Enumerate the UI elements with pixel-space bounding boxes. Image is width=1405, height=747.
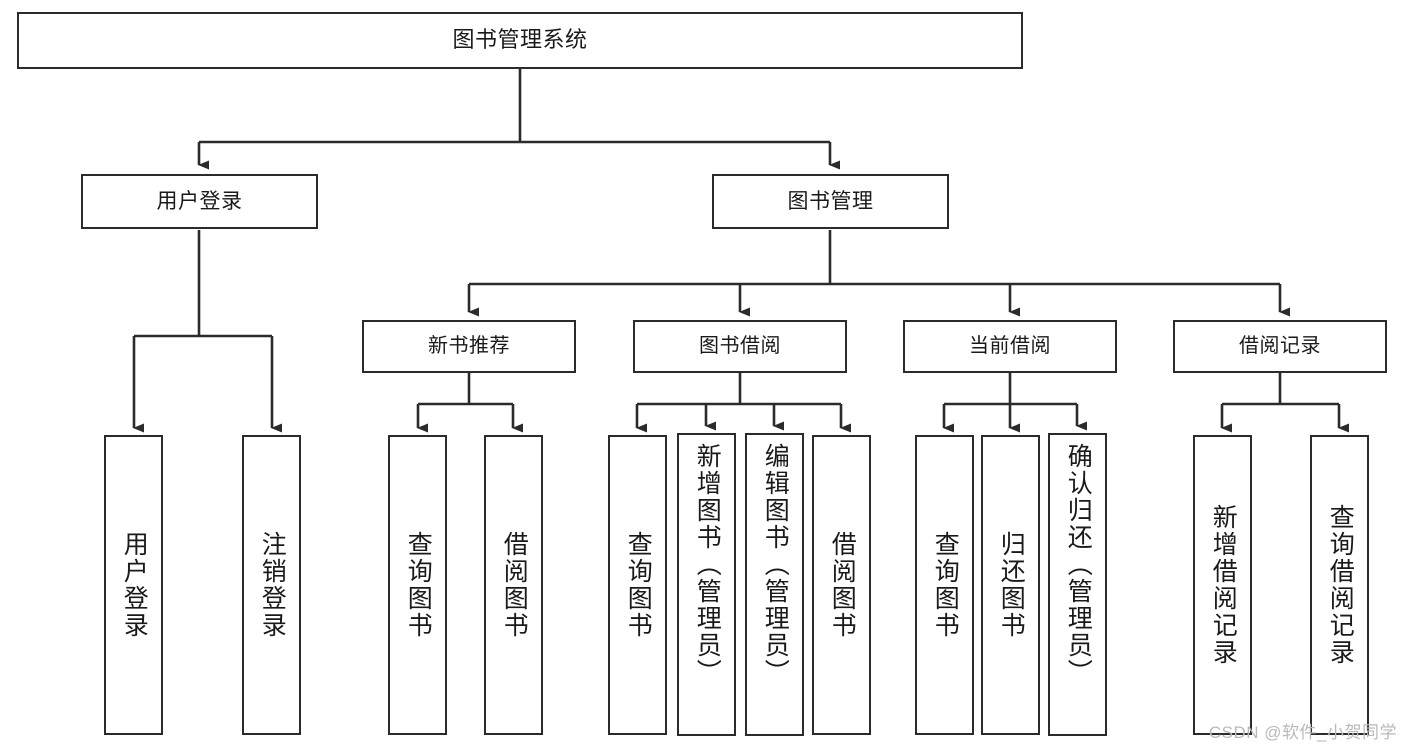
node-new-book-recommend-label: 新书推荐 [428, 335, 510, 358]
node-leaf-query-record[interactable]: 查询借阅记录 [1310, 435, 1369, 735]
node-book-manage[interactable]: 图书管理 [712, 174, 949, 229]
node-new-book-recommend[interactable]: 新书推荐 [362, 320, 576, 373]
node-current-borrow[interactable]: 当前借阅 [903, 320, 1117, 373]
node-root-label: 图书管理系统 [452, 27, 588, 53]
node-leaf-query-book-2-label: 查询图书 [624, 531, 653, 639]
node-leaf-add-book[interactable]: 新增图书（管理员） [677, 433, 736, 736]
node-leaf-user-login-label: 用户登录 [120, 531, 149, 639]
node-leaf-borrow-book-1[interactable]: 借阅图书 [484, 435, 543, 735]
node-leaf-add-record-label: 新增借阅记录 [1209, 504, 1238, 666]
node-leaf-borrow-book-2-label: 借阅图书 [828, 531, 857, 639]
node-root[interactable]: 图书管理系统 [17, 12, 1023, 69]
node-leaf-user-login[interactable]: 用户登录 [104, 435, 163, 735]
node-leaf-query-book-3-label: 查询图书 [931, 531, 960, 639]
node-leaf-edit-book[interactable]: 编辑图书（管理员） [745, 433, 804, 736]
node-borrow-record-label: 借阅记录 [1239, 335, 1321, 358]
node-leaf-query-book-3[interactable]: 查询图书 [915, 435, 974, 735]
node-leaf-edit-book-label: 编辑图书（管理员） [761, 443, 790, 686]
node-user-login[interactable]: 用户登录 [81, 174, 318, 229]
node-leaf-borrow-book-1-label: 借阅图书 [500, 531, 529, 639]
node-book-manage-label: 图书管理 [787, 189, 874, 213]
node-leaf-return-book[interactable]: 归还图书 [981, 435, 1040, 735]
node-leaf-return-book-label: 归还图书 [997, 531, 1026, 639]
node-leaf-borrow-book-2[interactable]: 借阅图书 [812, 435, 871, 735]
node-leaf-confirm-return[interactable]: 确认归还（管理员） [1048, 433, 1107, 736]
node-leaf-logout-login-label: 注销登录 [258, 531, 287, 639]
node-leaf-query-book-2[interactable]: 查询图书 [608, 435, 667, 735]
node-book-borrow[interactable]: 图书借阅 [633, 320, 847, 373]
node-leaf-query-record-label: 查询借阅记录 [1326, 504, 1355, 666]
node-leaf-logout-login[interactable]: 注销登录 [242, 435, 301, 735]
node-leaf-query-book-1[interactable]: 查询图书 [388, 435, 447, 735]
node-book-borrow-label: 图书借阅 [699, 335, 781, 358]
node-leaf-add-book-label: 新增图书（管理员） [693, 443, 722, 686]
node-borrow-record[interactable]: 借阅记录 [1173, 320, 1387, 373]
node-leaf-query-book-1-label: 查询图书 [404, 531, 433, 639]
node-leaf-add-record[interactable]: 新增借阅记录 [1193, 435, 1252, 735]
node-user-login-label: 用户登录 [156, 189, 243, 213]
watermark-text: CSDN @软件_小贺同学 [1208, 723, 1397, 742]
node-current-borrow-label: 当前借阅 [969, 335, 1051, 358]
node-leaf-confirm-return-label: 确认归还（管理员） [1064, 443, 1093, 686]
